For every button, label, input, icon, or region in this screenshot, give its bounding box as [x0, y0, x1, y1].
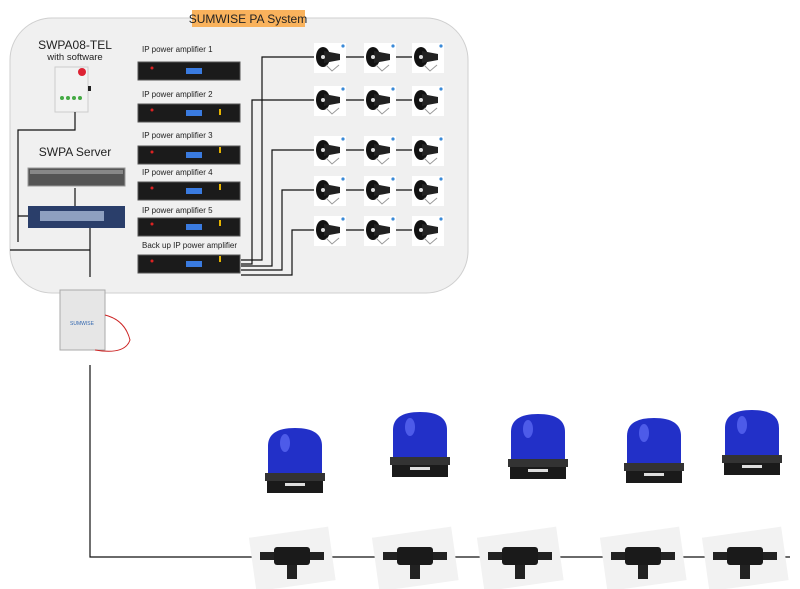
junction-box-icon [371, 526, 459, 589]
amplifier-2: IP power amplifier 2 [137, 90, 241, 123]
system-label: SUMWISE PA System [189, 12, 307, 26]
blue-beacon-icon [624, 418, 684, 483]
horn-speaker-icon [412, 176, 444, 206]
blue-beacon-icon [265, 428, 325, 493]
server-title: SWPA Server [39, 145, 111, 159]
tel-device-subtitle: with software [46, 52, 102, 63]
amplifier-label: Back up IP power amplifier [142, 241, 237, 250]
horn-speaker-icon [364, 86, 396, 116]
horn-speaker-icon [314, 216, 346, 246]
rack-amplifier-icon [137, 61, 241, 81]
amplifier-3: IP power amplifier 3 [137, 131, 241, 165]
horn-speaker-icon [364, 43, 396, 73]
rack-amplifier-icon [137, 217, 241, 237]
horn-speaker-icon [412, 43, 444, 73]
amplifier-4: IP power amplifier 4 [137, 168, 241, 201]
amplifier-1: IP power amplifier 1 [137, 45, 241, 81]
horn-speaker-icon [364, 216, 396, 246]
junction-box-icon [701, 526, 789, 589]
amplifier-6: Back up IP power amplifier [137, 241, 241, 274]
junction-box-icon [476, 526, 564, 589]
rack-amplifier-icon [137, 181, 241, 201]
blue-beacon-icon [722, 410, 782, 475]
system-label-bg [192, 10, 305, 27]
junction-box-icon [248, 526, 336, 589]
server-icon [27, 167, 126, 187]
amplifier-5: IP power amplifier 5 [137, 206, 241, 237]
blue-beacon-icon [508, 414, 568, 479]
tel-device-title: SWPA08-TEL [38, 38, 112, 52]
horn-speaker-icon [364, 176, 396, 206]
blue-beacon-icon [390, 412, 450, 477]
horn-speaker-icon [412, 216, 444, 246]
outdoor-control-box-icon: SUMWISE [59, 289, 131, 352]
control-box-icon [54, 66, 91, 113]
rack-amplifier-icon [137, 145, 241, 165]
rack-amplifier-icon [137, 103, 241, 123]
amplifier-label: IP power amplifier 3 [142, 131, 213, 140]
svg-text:SUMWISE: SUMWISE [70, 321, 95, 327]
network-switch-icon [28, 206, 125, 228]
horn-speaker-icon [314, 43, 346, 73]
amplifier-label: IP power amplifier 1 [142, 45, 213, 54]
horn-speaker-icon [412, 86, 444, 116]
junction-box-icon [599, 526, 687, 589]
horn-speaker-icon [364, 136, 396, 166]
amplifier-label: IP power amplifier 2 [142, 90, 213, 99]
horn-speaker-icon [314, 86, 346, 116]
rack-amplifier-icon [137, 254, 241, 274]
amplifier-label: IP power amplifier 5 [142, 206, 213, 215]
horn-speaker-icon [412, 136, 444, 166]
horn-speaker-icon [314, 136, 346, 166]
amplifier-label: IP power amplifier 4 [142, 168, 213, 177]
horn-speaker-icon [314, 176, 346, 206]
